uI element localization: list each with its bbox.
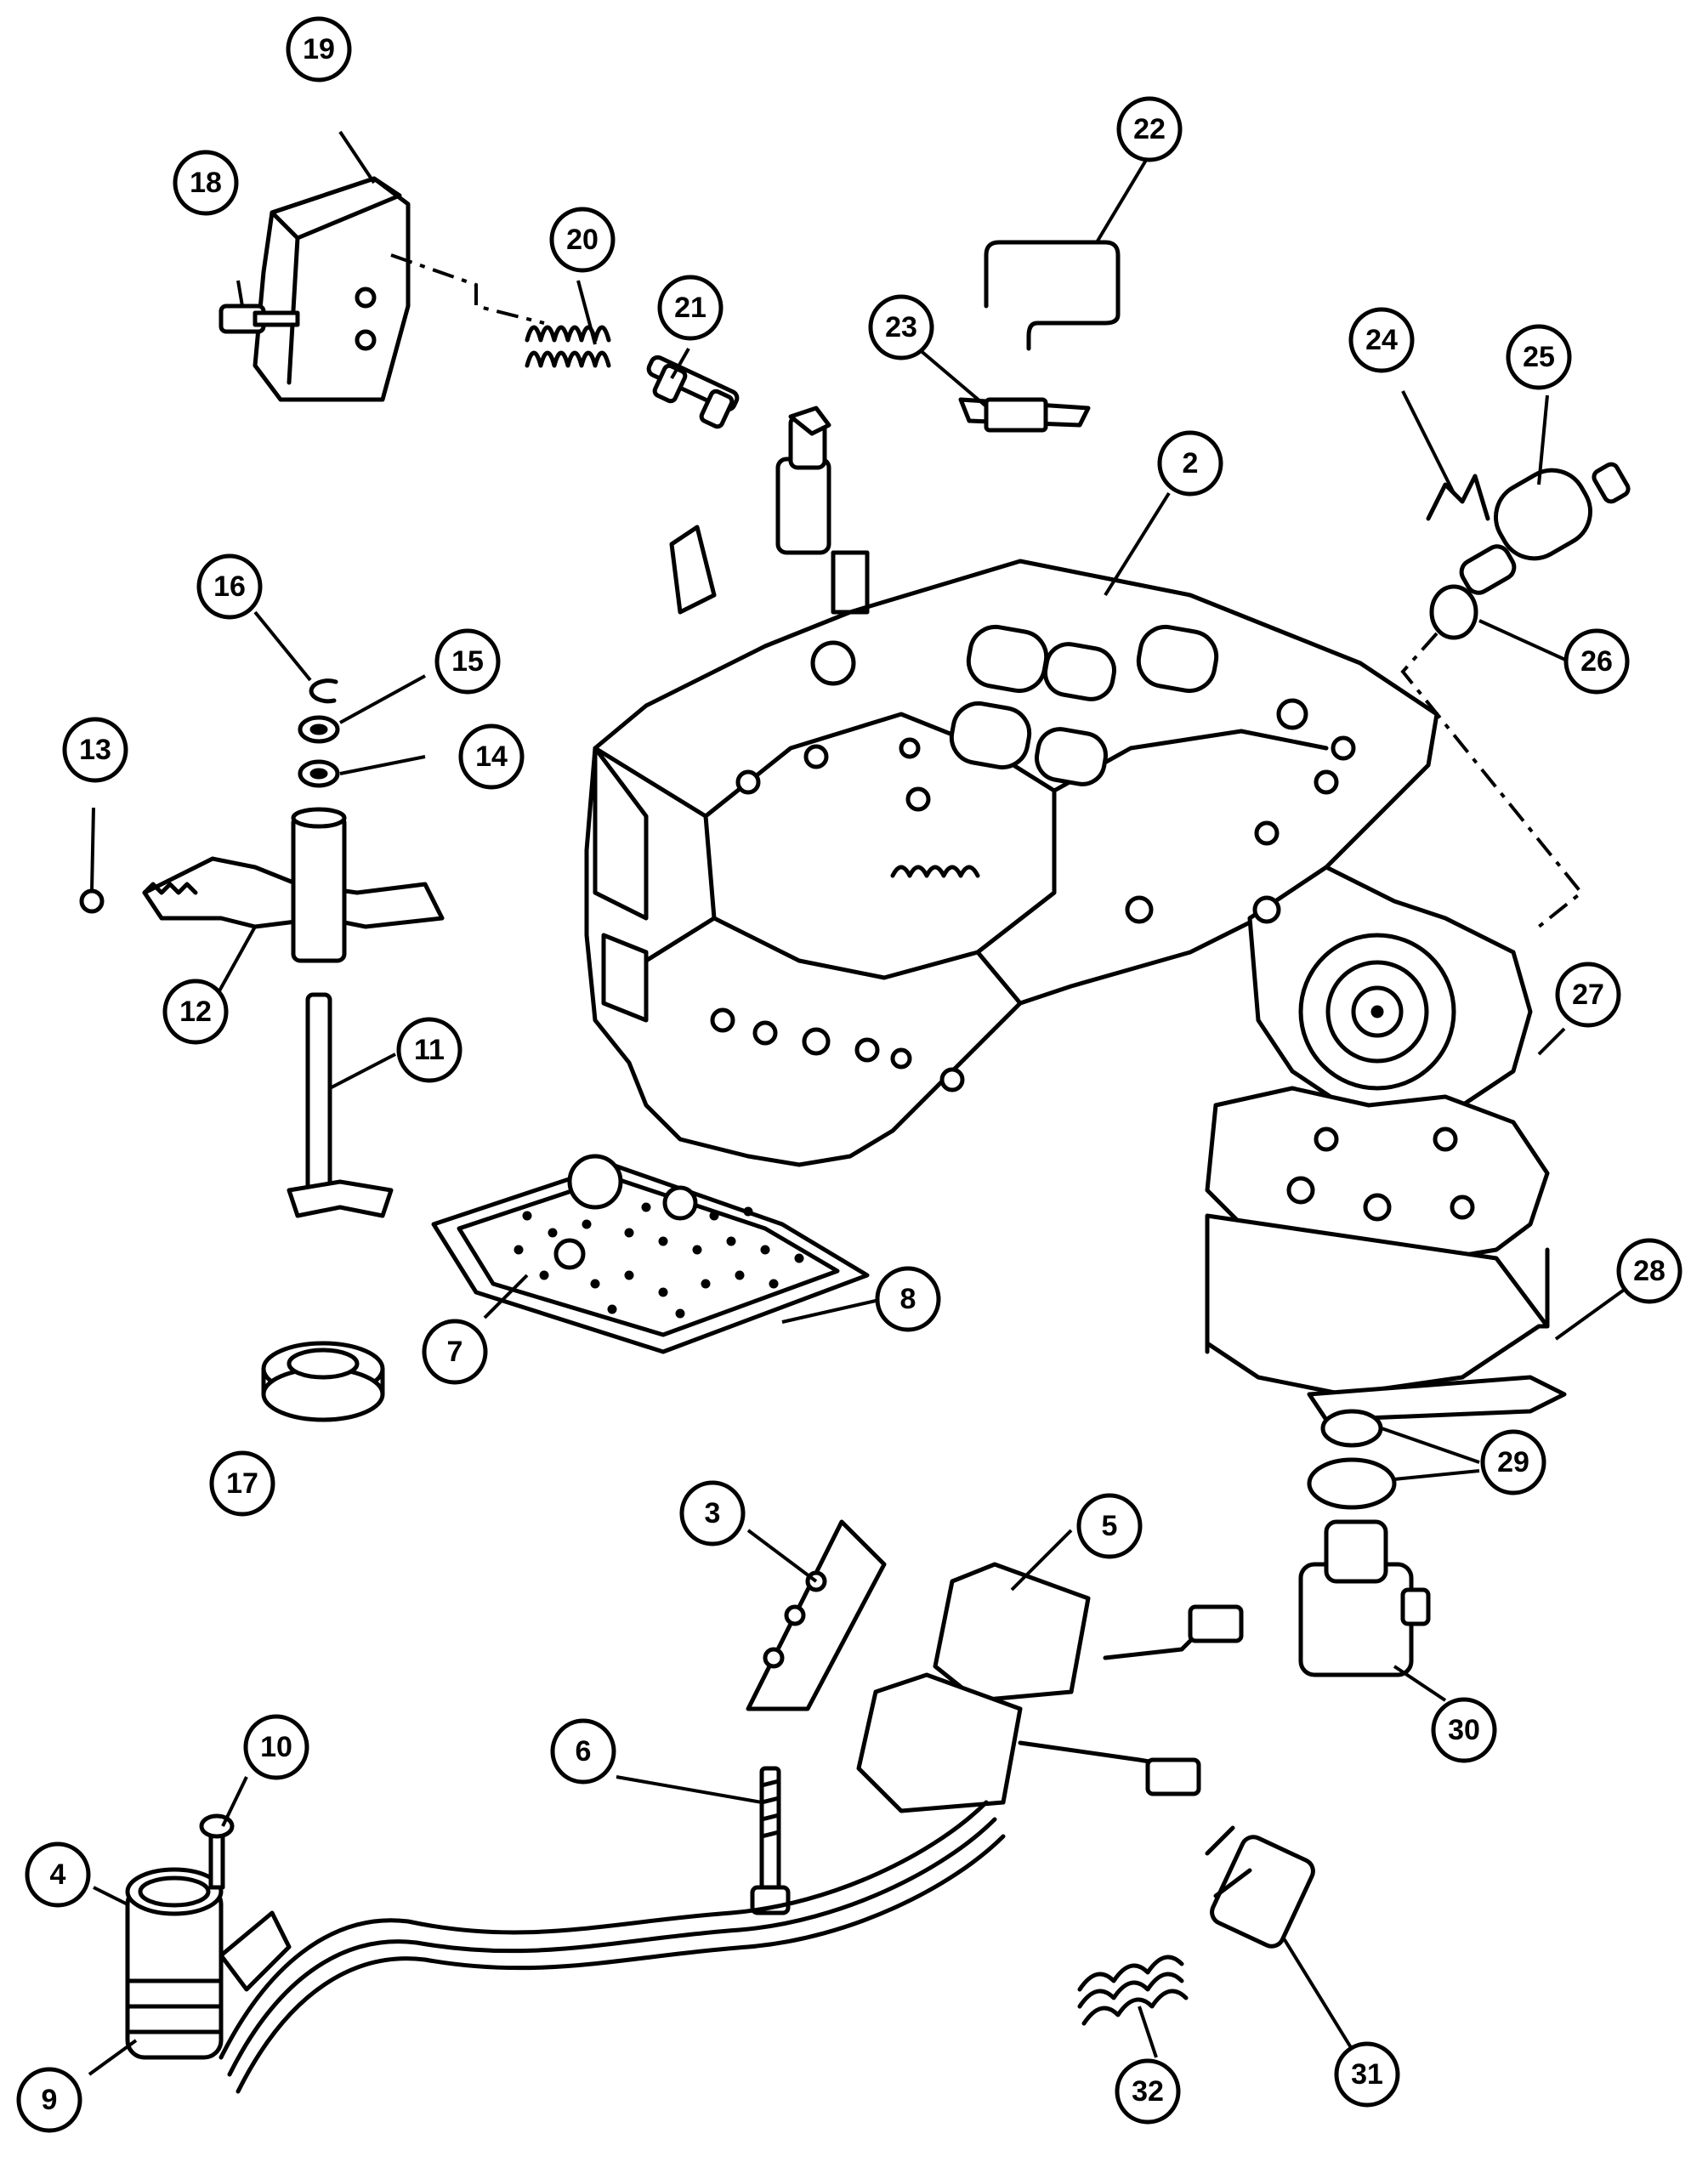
callout-32: 32	[1115, 2058, 1181, 2125]
callout-26: 26	[1563, 628, 1630, 695]
callout-29: 29	[1480, 1429, 1546, 1495]
callout-14: 14	[458, 723, 525, 790]
callout-5: 5	[1076, 1493, 1143, 1559]
svg-text:28: 28	[1633, 1255, 1665, 1287]
bracket-to-valve-line	[390, 253, 545, 325]
leader-lines	[88, 130, 1634, 2076]
svg-text:19: 19	[303, 33, 335, 65]
svg-text:18: 18	[190, 167, 222, 199]
callout-15: 15	[434, 628, 501, 695]
svg-text:15: 15	[451, 645, 484, 678]
callout-16: 16	[196, 553, 263, 620]
callout-6: 6	[550, 1718, 616, 1785]
e-clip	[309, 678, 338, 704]
bolt-6	[750, 1766, 791, 1915]
callout-20: 20	[549, 207, 616, 273]
svg-text:21: 21	[674, 292, 706, 324]
filter-perforations	[514, 1202, 804, 1319]
pressure-sensor	[1298, 1519, 1431, 1677]
svg-text:25: 25	[1523, 341, 1555, 373]
svg-text:20: 20	[566, 224, 599, 256]
callout-7: 7	[422, 1319, 488, 1385]
callout-23: 23	[868, 294, 934, 360]
callout-18: 18	[173, 150, 239, 216]
svg-text:30: 30	[1448, 1714, 1480, 1746]
solenoid-pack	[856, 1562, 1244, 1813]
washers	[298, 715, 340, 788]
throttle-bracket	[253, 176, 411, 402]
seal-ring-lower	[1307, 1457, 1397, 1510]
throttle-spring	[525, 325, 611, 368]
svg-text:23: 23	[885, 311, 917, 343]
svg-text:3: 3	[705, 1497, 721, 1529]
oil-filter-screen	[431, 1154, 870, 1354]
solenoid-to-plate-line	[1400, 632, 1584, 928]
svg-text:8: 8	[900, 1283, 916, 1315]
callout-27: 27	[1555, 962, 1621, 1028]
callout-24: 24	[1348, 307, 1415, 373]
callout-21: 21	[657, 275, 723, 341]
callout-31: 31	[1334, 2041, 1400, 2108]
svg-text:32: 32	[1132, 2075, 1164, 2108]
transfer-plate	[1205, 1086, 1567, 1422]
svg-text:7: 7	[447, 1336, 463, 1368]
svg-text:6: 6	[576, 1735, 592, 1768]
callout-30: 30	[1431, 1697, 1497, 1763]
callout-2: 2	[1157, 430, 1223, 497]
detent-ball	[79, 888, 105, 914]
callout-17: 17	[209, 1450, 275, 1517]
svg-text:16: 16	[213, 570, 246, 603]
wiring-harness	[218, 1800, 989, 2060]
svg-text:4: 4	[50, 1858, 66, 1891]
svg-text:11: 11	[414, 1034, 445, 1066]
manual-shaft	[287, 992, 394, 1218]
svg-text:12: 12	[179, 996, 212, 1028]
svg-text:14: 14	[475, 741, 508, 773]
retaining-clip	[1426, 474, 1490, 521]
callout-12: 12	[162, 979, 229, 1045]
callout-25: 25	[1506, 324, 1572, 390]
callout-9: 9	[16, 2067, 82, 2133]
svg-text:10: 10	[260, 1731, 292, 1763]
callout-3: 3	[679, 1480, 746, 1546]
throttle-valve	[646, 355, 740, 429]
clip-plate	[958, 397, 1091, 433]
valve-body-casting	[584, 406, 1533, 1167]
callout-28: 28	[1616, 1238, 1682, 1304]
callout-10: 10	[243, 1714, 309, 1780]
rod	[984, 240, 1121, 351]
manual-shaft-seal	[261, 1341, 385, 1422]
svg-text:13: 13	[79, 734, 111, 766]
harness-connector	[125, 1867, 292, 2060]
callout-8: 8	[875, 1266, 941, 1332]
filter-31	[1205, 1825, 1315, 1949]
manual-lever	[142, 807, 445, 963]
callout-11: 11	[396, 1017, 462, 1083]
callout-22: 22	[1116, 96, 1183, 162]
solenoid-bracket	[746, 1519, 887, 1711]
svg-text:24: 24	[1365, 324, 1398, 356]
svg-text:5: 5	[1102, 1510, 1118, 1542]
svg-text:27: 27	[1572, 979, 1604, 1011]
svg-text:29: 29	[1497, 1446, 1529, 1478]
seal-ring-upper	[1320, 1409, 1383, 1448]
svg-text:17: 17	[226, 1467, 258, 1500]
svg-text:9: 9	[42, 2084, 58, 2116]
callout-19: 19	[286, 16, 352, 82]
svg-text:2: 2	[1183, 447, 1199, 479]
callout-13: 13	[62, 717, 128, 783]
callout-4: 4	[25, 1841, 91, 1908]
spring-32	[1077, 1955, 1189, 2026]
o-ring	[1429, 584, 1478, 640]
governor-solenoid	[1459, 462, 1631, 595]
svg-text:31: 31	[1351, 2058, 1383, 2091]
svg-text:26: 26	[1580, 645, 1613, 678]
svg-text:22: 22	[1133, 113, 1166, 145]
